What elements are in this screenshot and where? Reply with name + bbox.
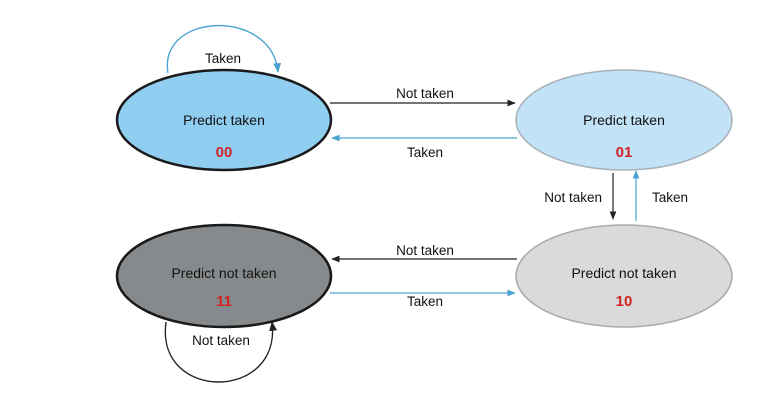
edge-01-to-10-label: Not taken [544, 190, 602, 205]
loop-00-arrow [166, 24, 282, 74]
edge-11-to-10-label: Taken [407, 294, 443, 309]
edge-10-to-01-label: Taken [652, 190, 688, 205]
loop-11-label: Not taken [192, 333, 250, 348]
state-10-ellipse [515, 224, 733, 328]
state-00: Predict taken 00 [115, 68, 333, 172]
state-10: Predict not taken 10 [515, 224, 733, 328]
state-11-ellipse [115, 223, 333, 329]
edge-10-to-11-label: Not taken [396, 243, 454, 258]
state-10-code: 10 [616, 293, 633, 310]
state-11-code: 11 [216, 293, 232, 310]
state-00-code: 00 [216, 144, 233, 161]
loop-11-arrow [164, 321, 277, 383]
state-01: Predict taken 01 [515, 69, 733, 171]
state-01-ellipse [515, 69, 733, 171]
edge-00-to-01-label: Not taken [396, 86, 454, 101]
state-10-label: Predict not taken [571, 265, 676, 281]
state-01-code: 01 [616, 144, 633, 161]
state-11: Predict not taken 11 [115, 223, 333, 329]
edge-01-to-00-label: Taken [407, 145, 443, 160]
state-00-ellipse [115, 68, 333, 172]
loop-00-label: Taken [205, 51, 241, 66]
state-00-label: Predict taken [183, 112, 265, 128]
state-11-label: Predict not taken [171, 265, 276, 281]
state-01-label: Predict taken [583, 112, 665, 128]
